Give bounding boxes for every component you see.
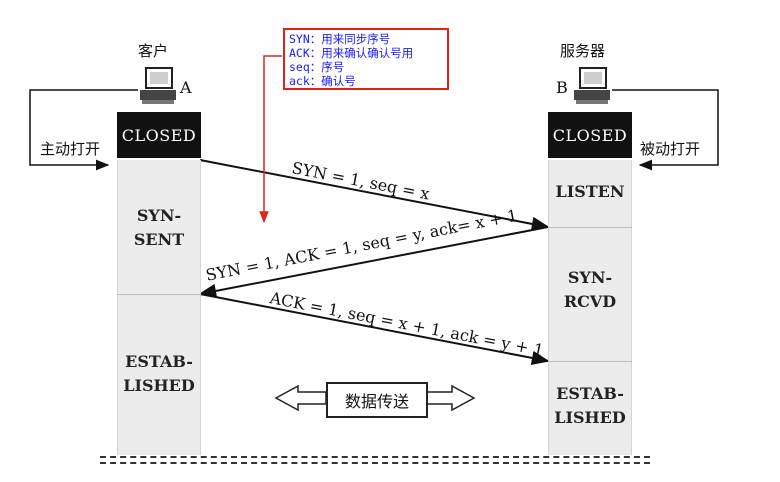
client-state-established: ESTAB- LISHED <box>123 352 195 395</box>
server-state-syn-rcvd: SYN- RCVD <box>563 268 617 311</box>
ack-arrow <box>199 293 550 366</box>
note-line-syn: SYN：用来同步序号 <box>289 32 391 46</box>
client-timeline <box>117 160 201 455</box>
data-transfer-box: 数据传送 <box>326 382 428 418</box>
client-state-syn-sent: SYN- SENT <box>133 206 185 249</box>
server-state-divider-1 <box>548 227 632 228</box>
syn-ack-arrow <box>198 226 549 299</box>
note-pointer <box>259 55 282 224</box>
client-letter: A <box>180 78 192 97</box>
server-timeline <box>548 160 632 455</box>
server-state-listen: LISTEN <box>555 182 625 201</box>
server-closed-state: CLOSED <box>548 112 632 158</box>
bottom-dashed-line-2 <box>100 462 650 464</box>
syn-arrow <box>199 159 550 232</box>
bottom-dashed-line-1 <box>100 456 650 458</box>
server-state-divider-2 <box>548 361 632 362</box>
client-active-open-label: 主动打开 <box>40 140 101 158</box>
client-title: 客户 <box>138 42 169 60</box>
client-open-loop <box>29 89 138 171</box>
server-state-established: ESTAB- LISHED <box>554 384 626 427</box>
server-computer-icon <box>572 66 612 106</box>
note-line-ack-number: ack：确认号 <box>289 74 356 88</box>
server-passive-open-label: 被动打开 <box>640 140 701 158</box>
client-computer-icon <box>138 66 178 106</box>
legend-note: SYN：用来同步序号 ACK：用来确认确认号用 seq：序号 ack：确认号 <box>283 28 449 90</box>
note-line-seq: seq：序号 <box>289 60 345 74</box>
note-line-ack: ACK：用来确认确认号用 <box>289 46 414 60</box>
transfer-double-arrow <box>274 384 327 412</box>
client-closed-state: CLOSED <box>117 112 201 158</box>
server-title: 服务器 <box>560 42 606 60</box>
server-letter: B <box>556 78 568 97</box>
client-state-divider <box>117 294 201 295</box>
server-open-loop <box>612 89 719 171</box>
